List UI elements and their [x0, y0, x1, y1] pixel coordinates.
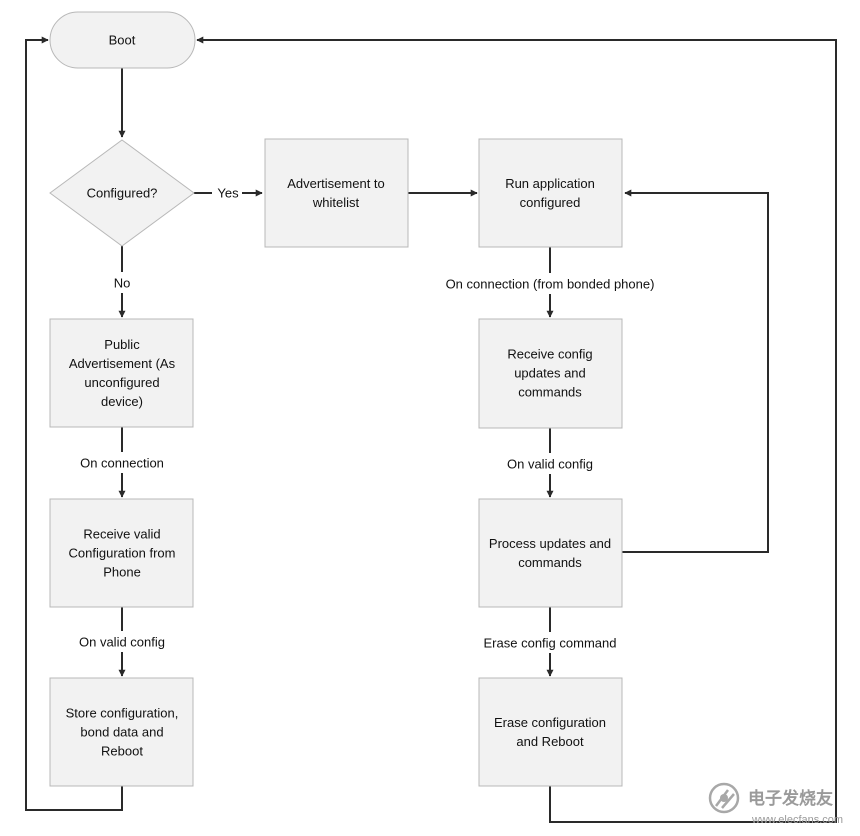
node-run-application: Run application configured — [478, 138, 623, 248]
node-configured-label: Configured? — [87, 186, 158, 201]
node-boot-label: Boot — [109, 33, 136, 48]
node-label-line: commands — [518, 555, 582, 570]
node-process-updates: Process updates and commands — [478, 498, 623, 608]
node-label-line: Phone — [103, 565, 141, 580]
edge-label-no: No — [114, 276, 131, 291]
node-label-line: updates and — [514, 366, 586, 381]
node-label-line: Receive valid — [83, 527, 160, 542]
edge-process-to-run-app-loop — [622, 189, 769, 553]
watermark-url: www.elecfans.com — [751, 814, 843, 826]
node-receive-config-updates-label: Receive config updates and commands — [507, 347, 592, 400]
node-label-line: Boot — [109, 33, 136, 48]
node-process-updates-label: Process updates and commands — [489, 536, 611, 570]
watermark-site-name: 电子发烧友 — [748, 788, 833, 808]
node-label-line: and Reboot — [516, 734, 584, 749]
edge-label-yes: Yes — [217, 186, 239, 201]
edge-labels: Yes No On connection On valid config On … — [60, 184, 674, 653]
node-label-line: Configured? — [87, 186, 158, 201]
edge-label-on-valid-config-left: On valid config — [79, 635, 165, 650]
watermark: 电子发烧友 www.elecfans.com — [708, 782, 843, 826]
edge-erase-to-boot-loop — [196, 36, 837, 823]
node-label-line: Store configuration, — [66, 706, 179, 721]
node-configured-decision: Configured? — [49, 139, 195, 247]
edge-label-on-connection-bonded: On connection (from bonded phone) — [446, 277, 655, 292]
node-label-line: Advertisement (As — [69, 356, 176, 371]
node-erase-configuration-label: Erase configuration and Reboot — [494, 715, 606, 749]
node-label-line: Run application — [505, 176, 595, 191]
node-receive-config-updates: Receive config updates and commands — [478, 318, 623, 429]
node-advertisement-whitelist-label: Advertisement to whitelist — [287, 176, 385, 210]
node-label-line: Receive config — [507, 347, 592, 362]
node-erase-configuration: Erase configuration and Reboot — [478, 677, 623, 787]
node-label-line: device) — [101, 394, 143, 409]
connectors — [25, 36, 837, 823]
node-boot: Boot — [49, 11, 196, 69]
node-label-line: Erase configuration — [494, 715, 606, 730]
watermark-logo-icon — [708, 782, 740, 814]
node-label-line: Configuration from — [69, 546, 176, 561]
edge-store-to-boot-loop — [25, 36, 123, 811]
node-label-line: Advertisement to — [287, 176, 385, 191]
node-label-line: commands — [518, 385, 582, 400]
node-label-line: Public — [104, 337, 140, 352]
node-label-line: Reboot — [101, 744, 143, 759]
edge-label-on-valid-config-right: On valid config — [507, 457, 593, 472]
node-run-application-label: Run application configured — [505, 176, 595, 210]
edge-label-on-connection: On connection — [80, 456, 164, 471]
node-label-line: Process updates and — [489, 536, 611, 551]
node-label-line: whitelist — [312, 195, 360, 210]
node-label-line: unconfigured — [84, 375, 159, 390]
node-advertisement-whitelist: Advertisement to whitelist — [264, 138, 409, 248]
node-label-line: bond data and — [80, 725, 163, 740]
node-label-line: configured — [520, 195, 581, 210]
edge-label-erase-config-command: Erase config command — [484, 636, 617, 651]
